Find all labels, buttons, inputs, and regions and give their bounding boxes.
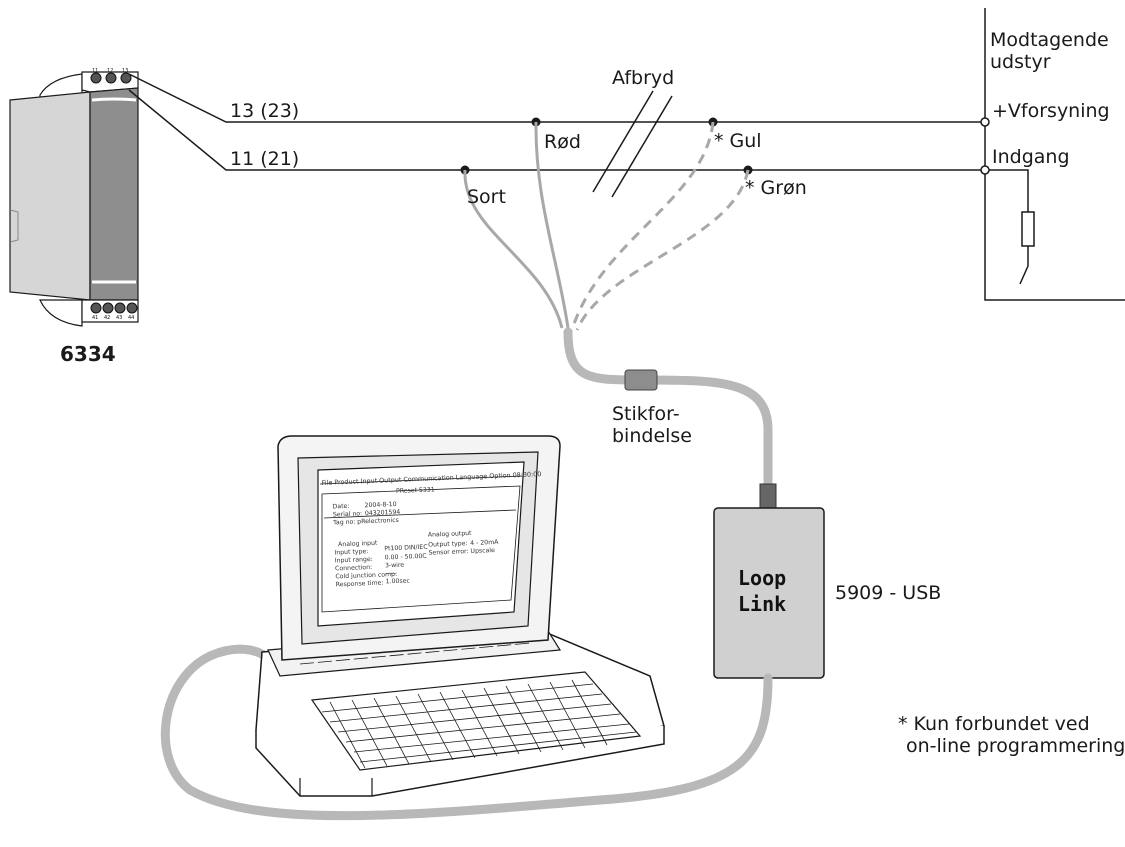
wire-black-label: Sort: [467, 186, 506, 208]
screen-window-title: PReset 5331: [396, 486, 435, 495]
wire-red-label: Rød: [544, 131, 581, 153]
screen-sensor-error-label: Sensor error:: [428, 548, 468, 557]
screen-tag-label: Tag no:: [332, 519, 355, 527]
connector-label: bindelse: [612, 425, 692, 447]
screen-serial-label: Serial no:: [333, 510, 363, 518]
screen-date-value: 2004-8-10: [364, 501, 396, 509]
footnote: on-line programmering: [906, 735, 1125, 757]
input-terminal: [980, 165, 990, 175]
supply-terminal: [980, 117, 990, 127]
line-11-label: 11 (21): [230, 148, 299, 170]
terminal-label: 44: [128, 315, 134, 321]
screen-output-type-label: Output type:: [428, 540, 468, 549]
break-mark: [592, 90, 654, 193]
break-mark: [611, 95, 673, 198]
screen-output-type-value: 4 - 20mA: [470, 539, 499, 547]
input-label: Indgang: [992, 146, 1070, 168]
footnote: * Kun forbundet ved: [898, 713, 1090, 735]
terminal-label: 13: [122, 68, 128, 74]
terminal-label: 41: [92, 315, 98, 321]
supply-label: +Vforsyning: [992, 100, 1110, 122]
screen-serial-value: 043201594: [365, 509, 401, 517]
terminal-label: 43: [116, 315, 122, 321]
looplink-label: Loop: [738, 566, 786, 590]
ground-lead: [1019, 246, 1029, 285]
screen-analog-input: Analog input: [338, 540, 378, 549]
screen-input-type-value: Pt100 DIN/IEC: [384, 544, 428, 553]
looplink-label: Link: [738, 592, 786, 616]
screen-connection-label: Connection:: [335, 564, 372, 572]
looplink-model-label: 5909 - USB: [835, 582, 941, 604]
line-13-label: 13 (23): [230, 100, 299, 122]
looplink-5909: Loop Link: [713, 507, 825, 679]
screen-date-label: Date:: [332, 503, 349, 511]
screen-tag-value: pRelectronics: [357, 517, 399, 526]
terminal-label: 42: [104, 315, 110, 321]
line-13: [128, 73, 982, 123]
usb-cable: [160, 644, 773, 821]
wire-green: [575, 169, 750, 331]
connector-label: Stikfor-: [612, 403, 680, 425]
screen-cold-value: -----: [385, 570, 396, 577]
cable-strain-relief: [759, 483, 777, 511]
wire-yellow-label: * Gul: [714, 130, 762, 152]
screen-input-type-label: Input type:: [334, 548, 368, 556]
screen-cold-label: Cold junction comp:: [335, 571, 397, 580]
wire-yellow: [570, 121, 715, 331]
break-label: Afbryd: [612, 67, 674, 89]
screen-input-range-label: Input range:: [335, 556, 373, 565]
input-lead: [989, 169, 1029, 212]
plug-connector: [624, 369, 658, 391]
device-model-label: 6334: [60, 342, 116, 366]
wire-green-label: * Grøn: [745, 177, 807, 199]
screen-response-value: 1.00sec: [386, 577, 411, 585]
screen-sensor-error-value: Upscale: [470, 547, 495, 555]
wire-red: [534, 121, 570, 329]
transmitter-6334: [9, 71, 139, 327]
terminal-label: 11: [92, 68, 98, 74]
receiver-title: Modtagende: [990, 29, 1109, 51]
laptop: [255, 435, 665, 797]
screen-input-range-value: 0.00 - 50.00C: [385, 553, 427, 562]
wire-black: [463, 169, 564, 329]
screen-response-label: Response time:: [336, 580, 384, 589]
line-11: [128, 89, 982, 171]
screen-analog-output: Analog output: [428, 530, 473, 539]
resistor-symbol: [1021, 211, 1035, 247]
screen-connection-value: 3-wire: [385, 562, 405, 570]
receiver-title: udstyr: [990, 51, 1051, 73]
terminal-label: 12: [107, 68, 113, 74]
receiver-box: [984, 8, 1125, 301]
